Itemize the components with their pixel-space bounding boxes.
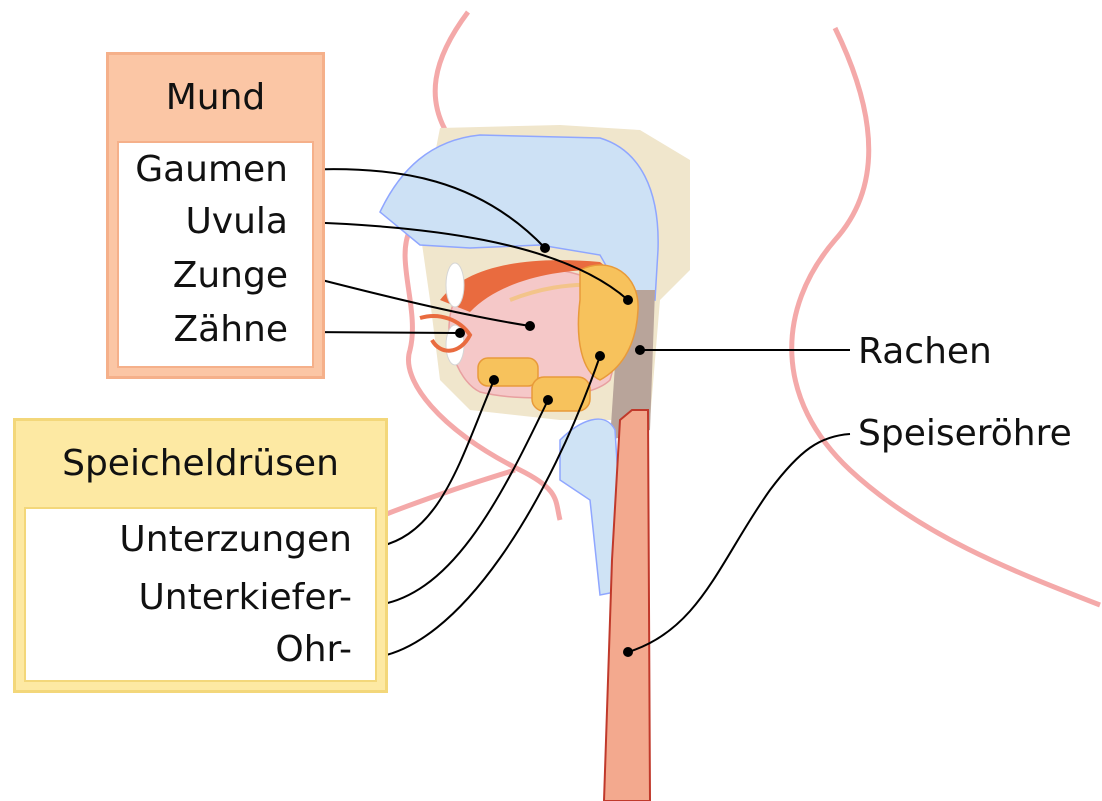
label-gaumen: Gaumen bbox=[135, 150, 288, 190]
label-unterkiefer: Unterkiefer- bbox=[138, 578, 352, 618]
label-unterzungen: Unterzungen bbox=[119, 520, 352, 560]
dot-zunge bbox=[525, 321, 535, 331]
label-uvula: Uvula bbox=[185, 202, 288, 242]
dot-zaehne bbox=[455, 328, 465, 338]
upper-incisor bbox=[446, 263, 464, 307]
dot-rachen bbox=[635, 345, 645, 355]
dot-uvula bbox=[623, 295, 633, 305]
dot-unterzungen bbox=[489, 375, 499, 385]
dot-ohr bbox=[595, 351, 605, 361]
label-zunge: Zunge bbox=[173, 256, 288, 296]
label-zaehne: Zähne bbox=[173, 310, 288, 350]
back-of-neck-outline bbox=[792, 28, 1100, 605]
dot-gaumen bbox=[540, 243, 550, 253]
leader-zaehne bbox=[302, 332, 460, 333]
label-rachen: Rachen bbox=[858, 332, 992, 372]
leader-speiseroehre bbox=[628, 434, 850, 652]
dot-unterkiefer bbox=[543, 395, 553, 405]
sublingual-gland bbox=[478, 358, 538, 386]
label-ohr: Ohr- bbox=[275, 630, 352, 670]
mouth-group-title: Mund bbox=[109, 55, 322, 141]
salivary-glands-group-title: Speicheldrüsen bbox=[16, 421, 385, 507]
dot-speiseroehre bbox=[623, 647, 633, 657]
label-speiseroehre: Speiseröhre bbox=[858, 414, 1072, 454]
